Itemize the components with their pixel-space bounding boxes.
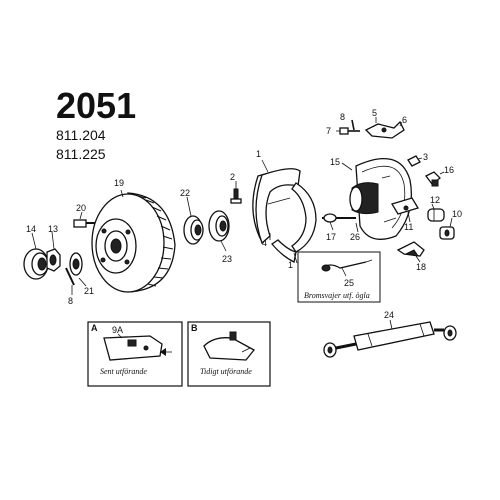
callout-5: 5 xyxy=(372,108,377,118)
callout-23: 23 xyxy=(222,254,232,264)
callout-8-pin: 8 xyxy=(340,112,345,122)
callout-22: 22 xyxy=(180,188,190,198)
callout-3: 3 xyxy=(423,152,428,162)
callout-7: 7 xyxy=(326,126,331,136)
part-number-1: 811.204 xyxy=(56,127,106,143)
wheel-stud-part xyxy=(73,219,96,228)
shock-damper-part xyxy=(323,321,457,358)
bushing-part xyxy=(427,208,445,222)
box-b-letter: B xyxy=(191,323,198,333)
callout-15: 15 xyxy=(330,157,340,167)
box-a-caption: Sent utförande xyxy=(100,367,147,376)
brake-shoes-part xyxy=(252,168,317,263)
callout-4: 4 xyxy=(262,238,267,248)
backing-plate-part xyxy=(349,158,413,240)
callout-19: 19 xyxy=(114,178,124,188)
nut-small-part xyxy=(407,155,421,167)
callout-26: 26 xyxy=(350,232,360,242)
model-number: 2051 xyxy=(56,85,137,126)
title-block: 2051 811.204 811.225 xyxy=(56,86,136,164)
brake-drum-part xyxy=(91,192,176,293)
callout-1-lower: 1 xyxy=(288,260,293,270)
washer-part xyxy=(69,252,83,276)
callout-6: 6 xyxy=(402,115,407,125)
inset-box-a: A 9A Sent utförande xyxy=(87,321,183,387)
callout-9a: 9A xyxy=(112,325,123,335)
callout-2: 2 xyxy=(230,172,235,182)
callout-8-cotter: 8 xyxy=(68,296,73,306)
adjuster-part xyxy=(425,171,441,187)
callout-1: 1 xyxy=(256,149,261,159)
box-a-letter: A xyxy=(91,323,98,333)
callout-25: 25 xyxy=(344,278,354,288)
part-number-2: 811.225 xyxy=(56,146,106,162)
pin-small-part xyxy=(351,119,355,131)
callout-11: 11 xyxy=(404,222,413,232)
hub-cap-part xyxy=(23,248,49,280)
callout-10: 10 xyxy=(452,209,462,219)
callout-13: 13 xyxy=(48,224,58,234)
lever-part xyxy=(391,197,419,215)
bearing-large-part xyxy=(183,215,204,245)
inset-box-b: B Tidigt utförande xyxy=(187,321,271,387)
cable-inset: 25 Bromsvajer utf. ögla xyxy=(297,251,381,303)
callout-14: 14 xyxy=(26,224,36,234)
clip-part xyxy=(364,120,405,139)
callout-21: 21 xyxy=(84,286,94,296)
callout-18: 18 xyxy=(416,262,426,272)
screw-part xyxy=(339,127,360,135)
box-b-caption: Tidigt utförande xyxy=(200,367,252,376)
bearing-small-part xyxy=(208,210,230,242)
pin-part xyxy=(439,226,455,240)
callout-17: 17 xyxy=(326,232,336,242)
bolt-part xyxy=(230,188,242,204)
cable-rod-part xyxy=(322,213,356,223)
castle-nut-part xyxy=(46,248,61,272)
callout-12: 12 xyxy=(430,195,440,205)
callout-20: 20 xyxy=(76,203,86,213)
cotter-pin-part xyxy=(65,267,75,295)
cable-caption: Bromsvajer utf. ögla xyxy=(304,291,370,300)
callout-16: 16 xyxy=(444,165,454,175)
callout-24: 24 xyxy=(384,310,394,320)
cover-plug-part xyxy=(396,241,425,257)
